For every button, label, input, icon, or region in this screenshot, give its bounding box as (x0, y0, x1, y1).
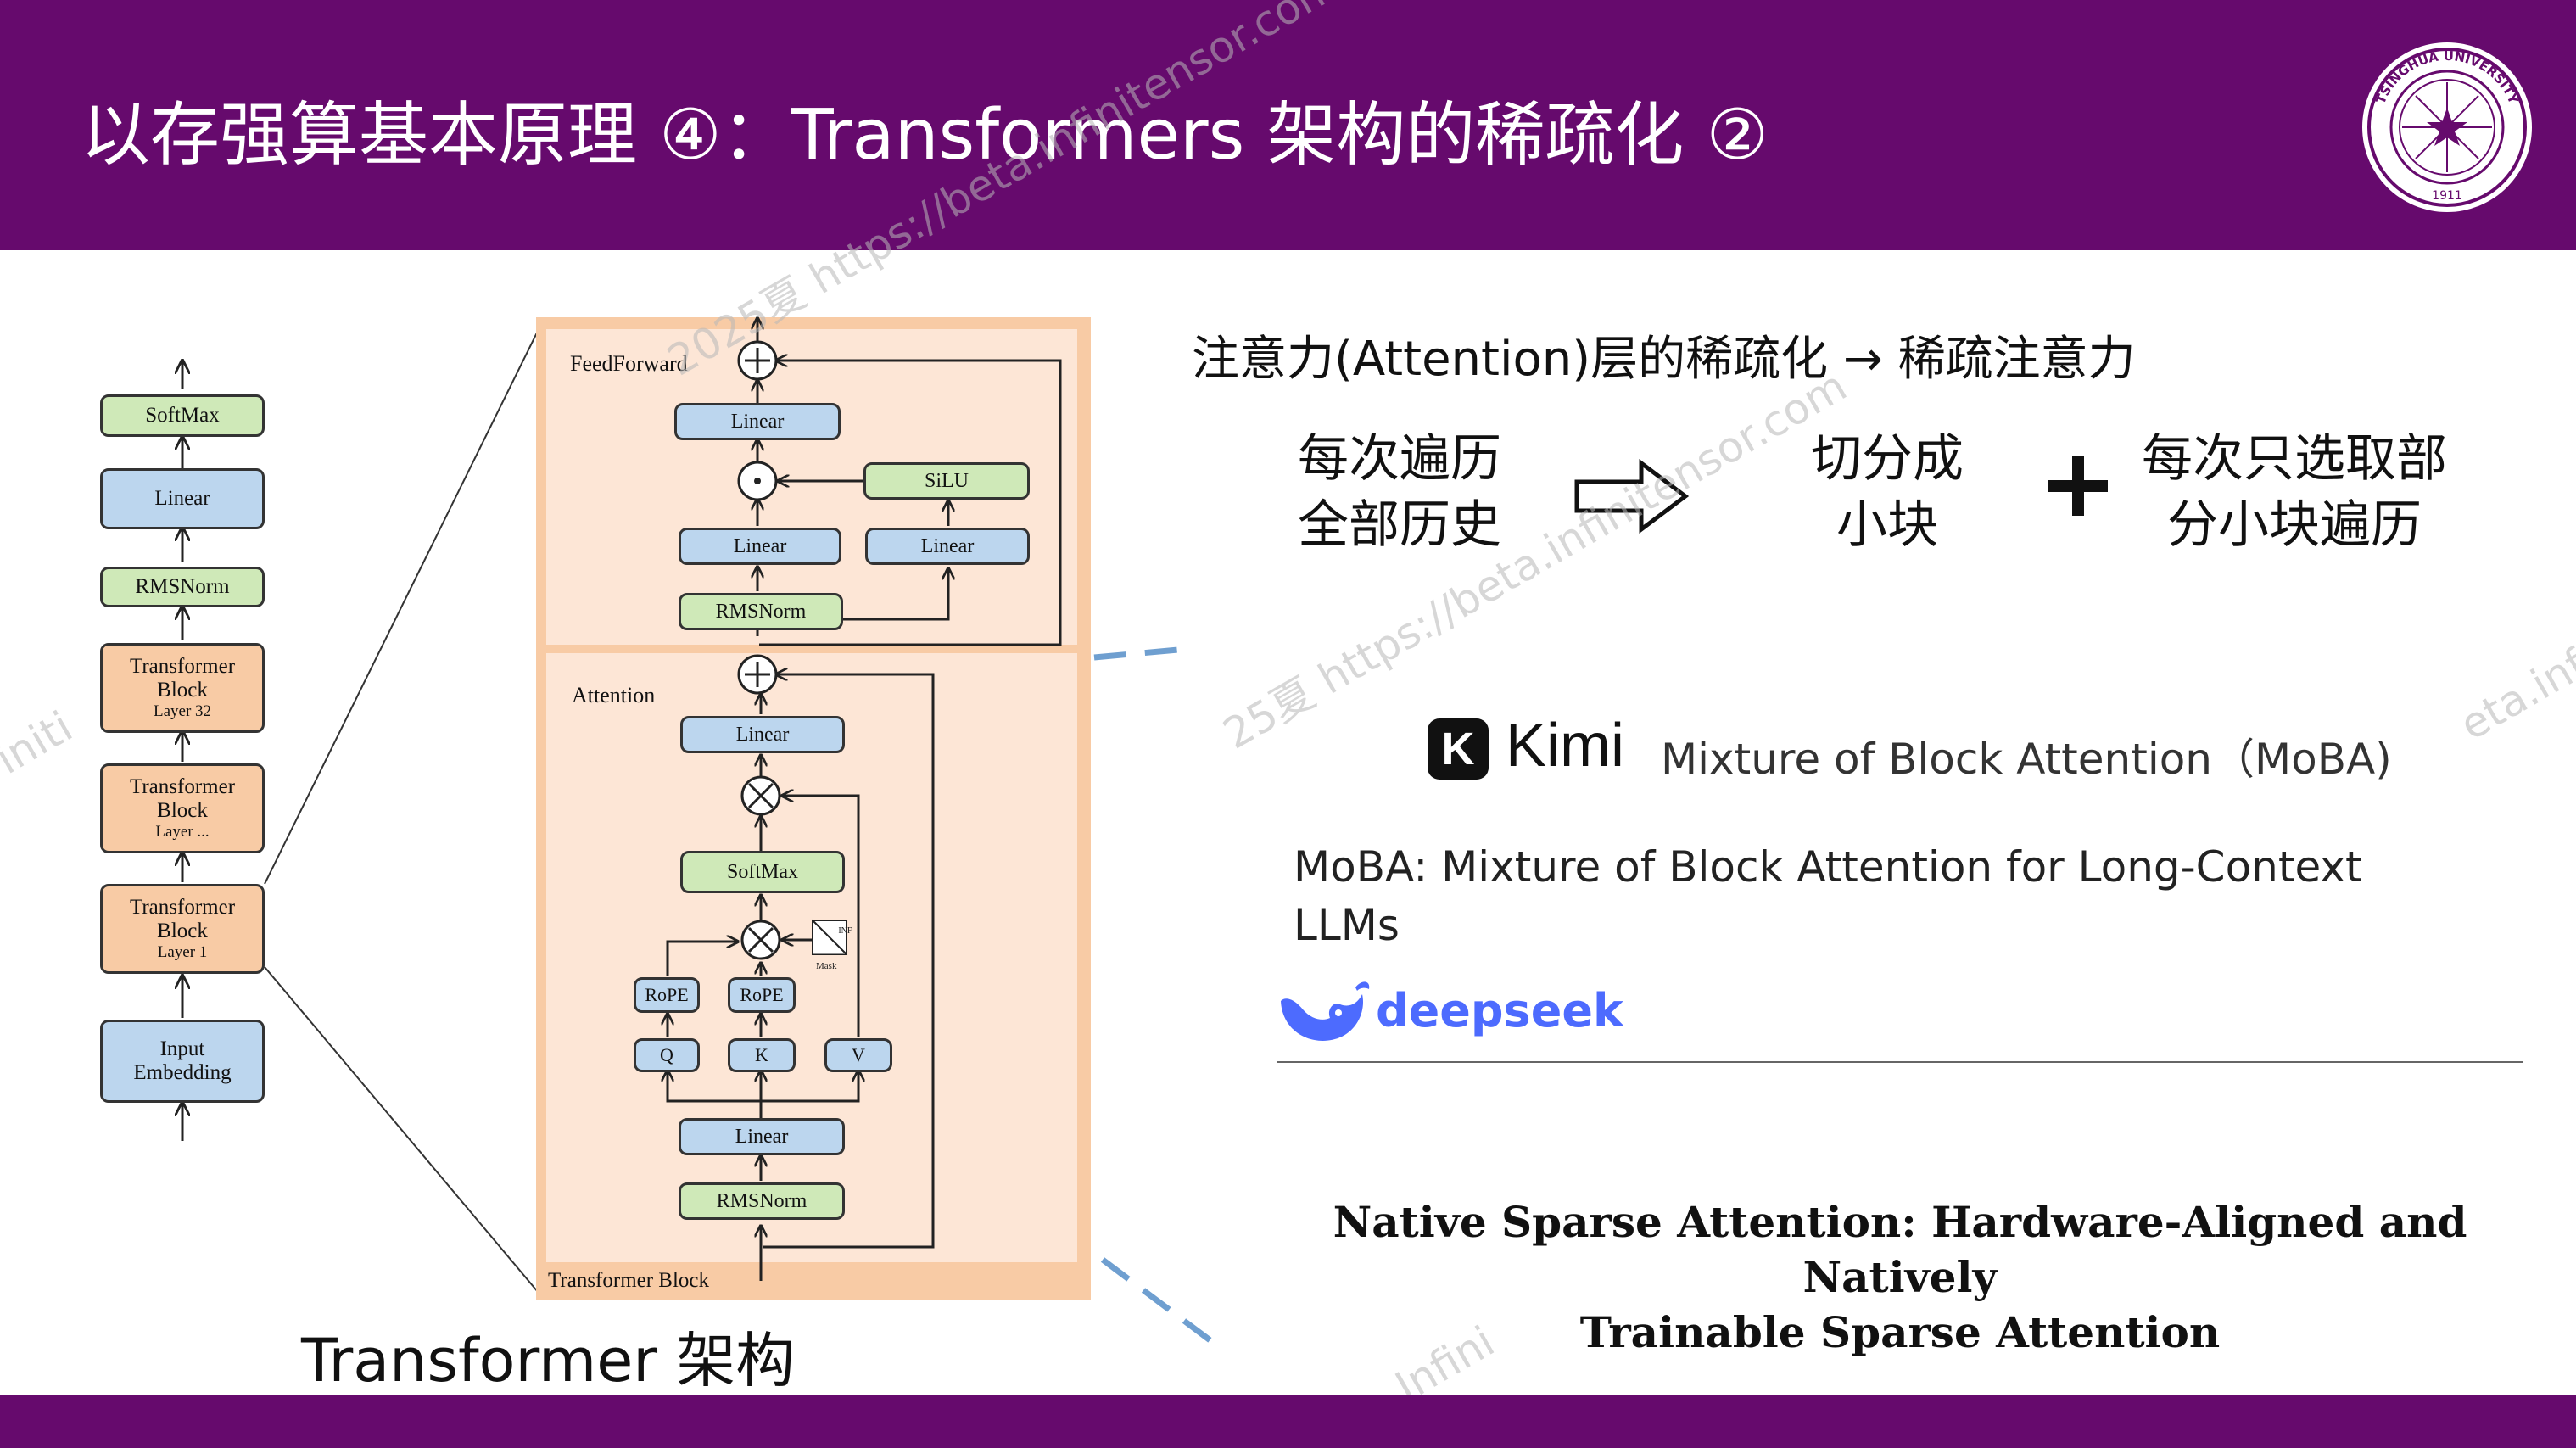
step-full-history: 每次遍历全部历史 (1298, 429, 1501, 555)
moba-subtitle: Mixture of Block Attention（MoBA) (1661, 735, 2392, 784)
linear-block: Linear (100, 468, 265, 529)
silu-block: SiLU (863, 462, 1030, 500)
mask-inf-label: -INF (835, 926, 852, 936)
university-seal-icon: TSINGHUA UNIVERSITY 1911 (2362, 42, 2532, 212)
deepseek-whale-icon (1281, 981, 1370, 1041)
softmax-block: SoftMax (100, 394, 265, 437)
rmsnorm-block: RMSNorm (100, 567, 265, 607)
attention-panel (546, 653, 1077, 1262)
rope-k-block: RoPE (728, 977, 796, 1013)
ff-linear-top: Linear (674, 403, 841, 440)
q-block: Q (634, 1038, 700, 1072)
sparse-attention-heading: 注意力(Attention)层的稀疏化 → 稀疏注意力 (1192, 332, 2136, 387)
ff-rmsnorm: RMSNorm (679, 593, 843, 630)
nsa-paper-title: Native Sparse Attention: Hardware-Aligne… (1333, 1197, 2467, 1357)
k-block: K (728, 1038, 796, 1072)
transformer-caption: Transformer 架构 (301, 1326, 796, 1395)
seal-year: 1911 (2432, 189, 2462, 203)
footer-bar (0, 1395, 2576, 1448)
kimi-name: Kimi (1506, 712, 1624, 780)
step-select-blocks: 每次只选取部分小块遍历 (2142, 429, 2447, 555)
kimi-logo: K (1428, 718, 1489, 780)
step-split-blocks: 切分成小块 (1811, 429, 1964, 555)
att-rmsnorm: RMSNorm (679, 1182, 845, 1220)
feedforward-label: FeedForward (570, 351, 688, 376)
ff-linear-right: Linear (865, 528, 1030, 565)
transformer-block-label: Transformer Block (548, 1269, 710, 1292)
ff-linear-left: Linear (679, 528, 841, 565)
attention-label: Attention (572, 683, 656, 707)
moba-paper-title: MoBA: Mixture of Block Attention for Lon… (1294, 842, 2362, 950)
rope-q-block: RoPE (634, 977, 700, 1013)
kimi-logo-letter: K (1441, 724, 1475, 774)
att-softmax: SoftMax (680, 851, 845, 893)
mask-label: Mask (816, 961, 837, 971)
att-linear-bottom: Linear (679, 1118, 845, 1155)
title-bar (0, 0, 2576, 250)
v-block: V (824, 1038, 892, 1072)
plus-icon (2048, 456, 2108, 516)
right-arrow-icon (1574, 459, 1690, 534)
slide-title: 以存强算基本原理 ④：Transformers 架构的稀疏化 ② (81, 95, 1769, 176)
deepseek-name: deepseek (1376, 984, 1623, 1037)
att-linear-top: Linear (680, 716, 845, 753)
